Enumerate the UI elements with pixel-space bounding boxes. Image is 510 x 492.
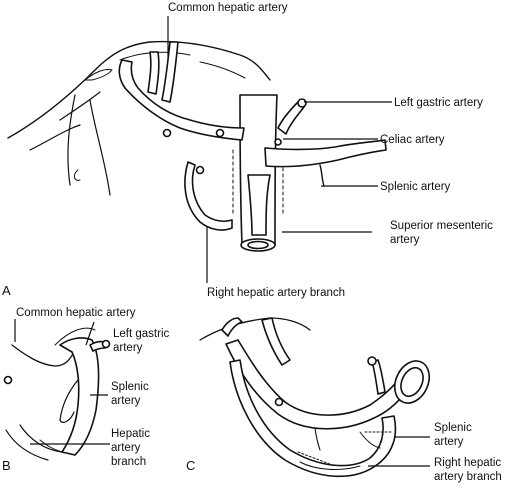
panel-b-leaders [14,319,110,445]
label-hepatic-b-line2: artery [111,442,141,454]
label-hepatic-b-line3: branch [111,456,146,468]
label-left-gastric-b-line1: Left gastric [113,328,169,340]
panel-c-drawing [199,317,431,478]
label-splenic-c-line2: artery [434,436,464,448]
label-sma-line2: artery [390,234,420,246]
label-sma-line1: Superior mesenteric [390,220,493,232]
panel-letter-a: A [2,283,11,298]
panel-c-leaders [368,436,430,467]
panel-letter-c: C [186,458,195,473]
label-left-gastric-artery-a: Left gastric artery [394,97,483,109]
label-right-hepatic-artery-branch-a: Right hepatic artery branch [207,287,345,299]
label-left-gastric-b-line2: artery [113,342,143,354]
label-splenic-b-line1: Splenic [111,381,149,393]
label-right-hepatic-c-line2: artery branch [434,471,502,483]
panel-b-drawing [3,327,111,461]
panel-a-labels: Common hepatic artery Left gastric arter… [2,2,493,299]
label-common-hepatic-artery-b: Common hepatic artery [16,307,136,319]
label-right-hepatic-c-line1: Right hepatic [434,457,501,469]
panel-c-labels: Splenic artery Right hepatic artery bran… [186,422,502,483]
label-splenic-b-line2: artery [111,395,141,407]
label-common-hepatic-artery-a: Common hepatic artery [168,2,288,14]
panel-b-labels: Common hepatic artery Left gastric arter… [2,307,169,473]
label-hepatic-b-line1: Hepatic [111,428,150,440]
label-splenic-artery-a: Splenic artery [380,181,451,193]
label-celiac-artery: Celiac artery [380,134,445,146]
panel-a-drawing [7,40,387,252]
panel-a-leaders [167,16,392,283]
panel-letter-b: B [2,458,11,473]
label-splenic-c-line1: Splenic [434,422,472,434]
